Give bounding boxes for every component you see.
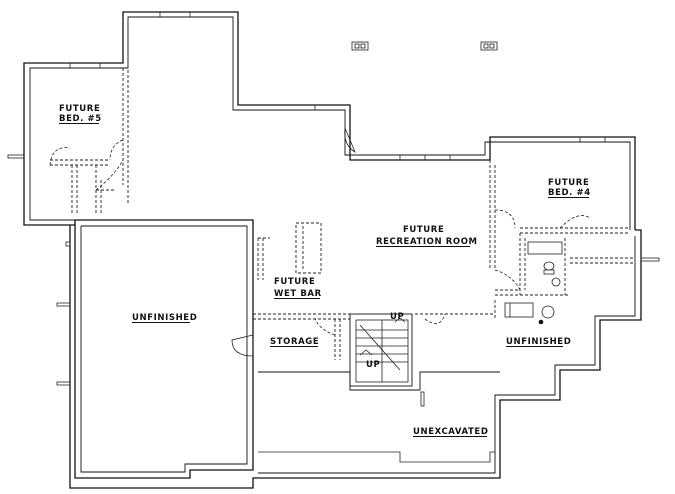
exterior-walls bbox=[23, 11, 642, 489]
unfinished-right-label: UNFINISHED bbox=[506, 337, 571, 347]
bathroom-fixtures bbox=[504, 241, 563, 325]
stairs-up-label-top: UP bbox=[390, 312, 404, 322]
unfinished-left-label: UNFINISHED bbox=[132, 313, 197, 323]
unexcavated-label: UNEXCAVATED bbox=[413, 427, 489, 437]
recreation-label-line1: FUTURE bbox=[403, 225, 444, 235]
exterior-bumps bbox=[7, 154, 660, 407]
window-wells bbox=[351, 41, 498, 51]
stairs-up-label-bottom: UP bbox=[366, 360, 380, 370]
bed5-label-line1: FUTURE bbox=[59, 104, 100, 114]
recreation-label-line2: RECREATION ROOM bbox=[376, 237, 478, 247]
wetbar-label-line2: WET BAR bbox=[274, 289, 322, 299]
storage-label: STORAGE bbox=[270, 337, 319, 347]
bed4-label-line2: BED. #4 bbox=[548, 188, 591, 198]
stairs bbox=[349, 313, 413, 387]
door-swings bbox=[49, 127, 591, 357]
wetbar-label-line1: FUTURE bbox=[274, 277, 315, 287]
window-marks bbox=[69, 12, 606, 160]
bed4-label-line1: FUTURE bbox=[548, 178, 589, 188]
bed5-label-line2: BED. #5 bbox=[59, 114, 102, 124]
room-labels: FUTURE BED. #5 FUTURE BED. #4 FUTURE REC… bbox=[59, 104, 591, 437]
interior-partitions bbox=[50, 68, 635, 360]
